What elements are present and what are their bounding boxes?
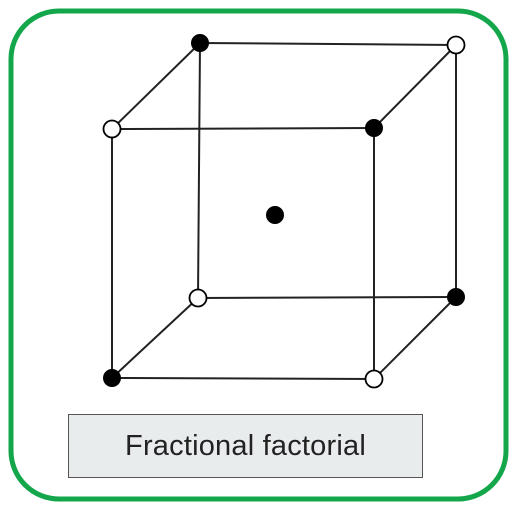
open-point-front-top-left (102, 119, 122, 139)
filled-point-center (266, 206, 284, 224)
cube-edge (111, 377, 375, 380)
filled-point-back-bottom-right (447, 288, 465, 306)
cube-edge (111, 42, 201, 130)
design-points (102, 34, 466, 389)
caption-box: Fractional factorial (68, 414, 423, 478)
filled-point-back-top-left (191, 34, 209, 52)
open-point-back-top-right (446, 35, 466, 55)
rounded-border (8, 8, 509, 502)
cube-edge (373, 44, 457, 129)
cube-edge (197, 296, 457, 299)
cube-edge (373, 296, 457, 380)
cube-edge (111, 297, 199, 379)
filled-point-front-top-right (365, 119, 383, 137)
cube-edges (111, 42, 457, 380)
cube-edge (197, 42, 201, 299)
cube-edge (111, 127, 375, 130)
open-point-front-bottom-right (364, 369, 384, 389)
cube-edge (199, 42, 457, 46)
open-point-back-bottom-left (188, 288, 208, 308)
caption-label: Fractional factorial (125, 429, 366, 462)
filled-point-front-bottom-left (103, 369, 121, 387)
